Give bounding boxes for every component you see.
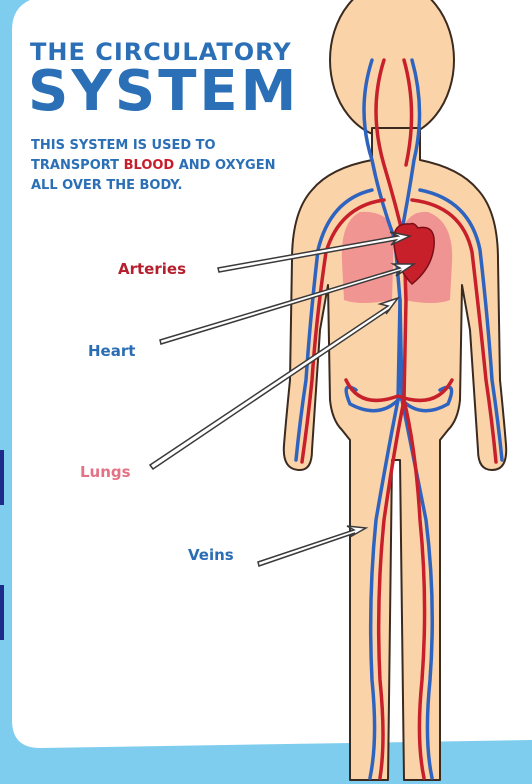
left-lung xyxy=(342,212,394,303)
label-arteries: Arteries xyxy=(118,260,186,278)
description-tail: AND OXYGEN xyxy=(174,158,275,173)
edge-marker-bottom xyxy=(0,585,4,640)
label-veins: Veins xyxy=(188,546,234,564)
label-lungs: Lungs xyxy=(80,463,131,481)
description-highlight: BLOOD xyxy=(124,158,175,173)
description-transport: TRANSPORT xyxy=(31,158,124,173)
edge-marker-top xyxy=(0,450,4,505)
title-line2: SYSTEM xyxy=(28,64,299,120)
description-line2: TRANSPORT BLOOD AND OXYGEN xyxy=(31,158,275,173)
description-line1: THIS SYSTEM IS USED TO xyxy=(31,138,216,153)
description-line3: ALL OVER THE BODY. xyxy=(31,178,183,193)
label-heart: Heart xyxy=(88,342,135,360)
